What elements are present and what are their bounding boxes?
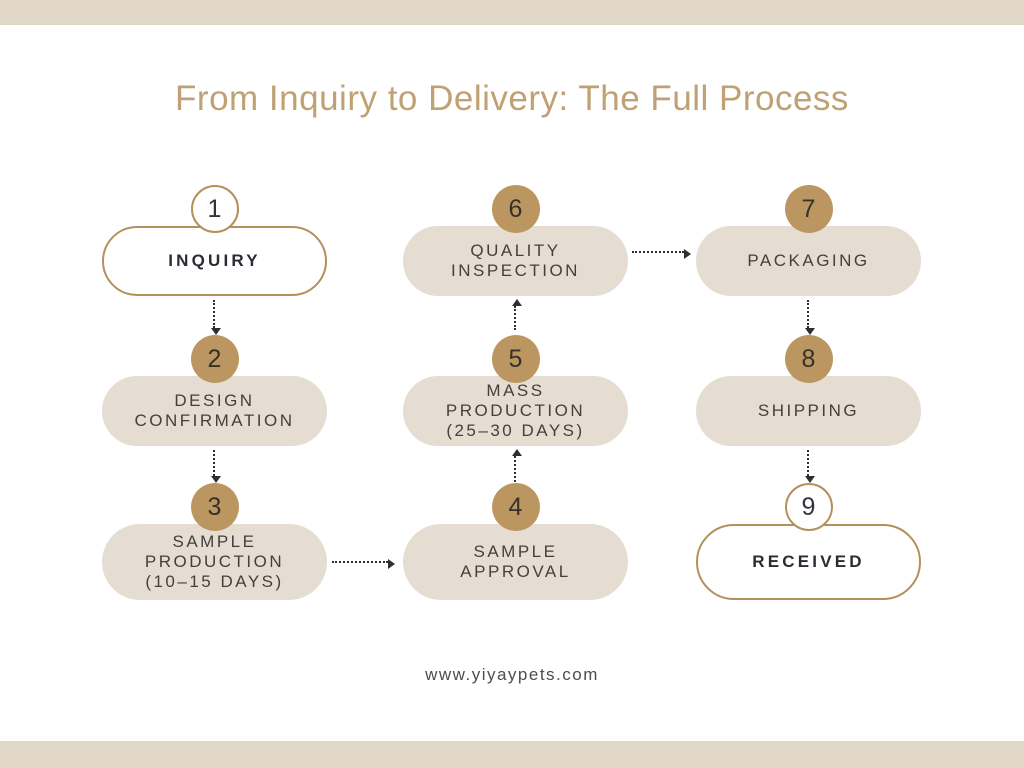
step-label: QUALITY INSPECTION xyxy=(451,240,580,280)
arrow-inspection-to-packaging-icon xyxy=(632,249,691,259)
step-number-badge: 8 xyxy=(784,335,833,383)
step-pill: INQUIRY xyxy=(102,226,327,296)
bottom-border-strip xyxy=(0,741,1024,768)
step-label: INQUIRY xyxy=(168,250,261,270)
step-number-badge: 2 xyxy=(190,335,239,383)
step-sample-production: SAMPLE PRODUCTION (10–15 DAYS) 3 xyxy=(102,483,327,600)
arrow-mass-production-to-inspection-icon xyxy=(512,299,522,330)
step-label: RECEIVED xyxy=(752,551,865,571)
step-inquiry: INQUIRY 1 xyxy=(102,185,327,296)
website-url: www.yiyaypets.com xyxy=(425,665,599,684)
step-pill: MASS PRODUCTION (25–30 DAYS) xyxy=(403,376,628,446)
step-pill: DESIGN CONFIRMATION xyxy=(102,376,327,446)
step-number-badge: 9 xyxy=(784,483,833,531)
arrow-approval-to-mass-production-icon xyxy=(512,449,522,482)
step-number-badge: 5 xyxy=(491,335,540,383)
step-packaging: PACKAGING 7 xyxy=(696,185,921,296)
step-pill: PACKAGING xyxy=(696,226,921,296)
step-received: RECEIVED 9 xyxy=(696,483,921,600)
arrow-sample-production-to-approval-icon xyxy=(332,559,395,569)
step-label: SAMPLE APPROVAL xyxy=(460,541,571,581)
step-mass-production: MASS PRODUCTION (25–30 DAYS) 5 xyxy=(403,335,628,446)
step-quality-inspection: QUALITY INSPECTION 6 xyxy=(403,185,628,296)
step-number-badge: 1 xyxy=(190,185,239,233)
arrow-packaging-to-shipping-icon xyxy=(805,300,815,335)
page-title: From Inquiry to Delivery: The Full Proce… xyxy=(175,79,849,118)
arrow-inquiry-to-design-icon xyxy=(211,300,221,335)
step-label: DESIGN CONFIRMATION xyxy=(134,390,295,430)
step-label: SAMPLE PRODUCTION (10–15 DAYS) xyxy=(144,531,285,592)
step-number-badge: 4 xyxy=(491,483,540,531)
step-number-badge: 6 xyxy=(491,185,540,233)
top-border-strip xyxy=(0,0,1024,25)
step-label: SHIPPING xyxy=(757,400,860,420)
step-label: MASS PRODUCTION (25–30 DAYS) xyxy=(445,380,586,441)
step-shipping: SHIPPING 8 xyxy=(696,335,921,446)
step-pill: QUALITY INSPECTION xyxy=(403,226,628,296)
step-pill: SHIPPING xyxy=(696,376,921,446)
step-label: PACKAGING xyxy=(747,250,870,270)
arrow-design-to-sample-production-icon xyxy=(211,450,221,483)
step-pill: SAMPLE PRODUCTION (10–15 DAYS) xyxy=(102,524,327,600)
arrow-shipping-to-received-icon xyxy=(805,450,815,483)
step-pill: SAMPLE APPROVAL xyxy=(403,524,628,600)
step-pill: RECEIVED xyxy=(696,524,921,600)
step-sample-approval: SAMPLE APPROVAL 4 xyxy=(403,483,628,600)
step-number-badge: 3 xyxy=(190,483,239,531)
step-number-badge: 7 xyxy=(784,185,833,233)
step-design-confirmation: DESIGN CONFIRMATION 2 xyxy=(102,335,327,446)
